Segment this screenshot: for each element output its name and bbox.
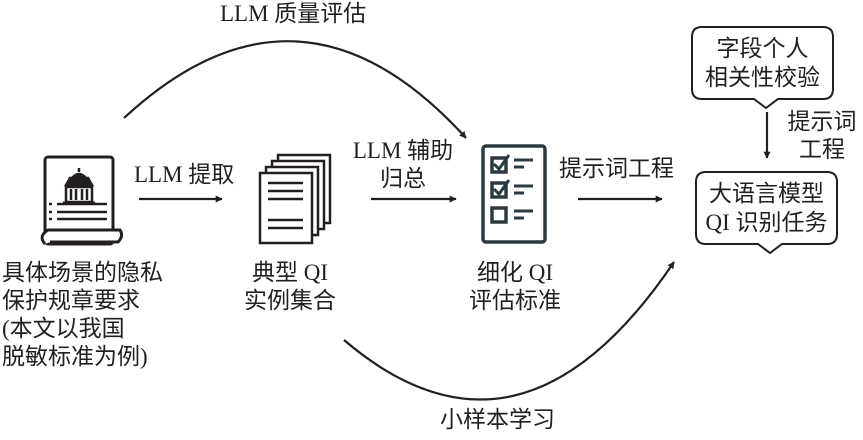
criteria-label: 细化 QI 评估标准 (455, 259, 575, 315)
quality-eval-arc (123, 40, 467, 139)
llm-task-line-2: QI 识别任务 (705, 210, 828, 235)
field-check-line-1: 字段个人 (716, 36, 809, 61)
summarize-label: LLM 辅助 归总 (348, 137, 458, 193)
examples-label-line-2: 实例集合 (244, 288, 336, 313)
quality-eval-label: LLM 质量评估 (220, 1, 367, 26)
few-shot-label: 小样本学习 (440, 407, 555, 432)
criteria-label-line-2: 评估标准 (469, 288, 561, 313)
field-check-text: 字段个人 相关性校验 (692, 34, 833, 92)
extract-label: LLM 提取 (134, 162, 235, 187)
prompt-engineering-vertical-label: 提示词 工程 (782, 108, 862, 164)
examples-label: 典型 QI 实例集合 (230, 259, 350, 315)
examples-label-line-1: 典型 QI (251, 260, 329, 285)
regulation-label-line-2: 保护规章要求 (2, 288, 140, 313)
document-stack-icon (258, 153, 332, 245)
summarize-label-line-2: 归总 (380, 166, 426, 191)
regulation-label-line-4: 脱敏标准为例) (2, 344, 148, 369)
prompt-engineering-label: 提示词工程 (559, 156, 674, 181)
regulation-label-line-3: (本文以我国 (2, 316, 125, 341)
llm-task-bubble (695, 171, 838, 255)
regulation-document-icon (40, 155, 124, 246)
prompt-engineering-vertical-line-2: 工程 (799, 137, 845, 162)
field-check-line-2: 相关性校验 (705, 65, 820, 90)
field-check-bubble (691, 26, 834, 110)
checklist-icon (481, 144, 547, 244)
regulation-label: 具体场景的隐私 保护规章要求 (本文以我国 脱敏标准为例) (2, 259, 163, 371)
llm-task-line-1: 大语言模型 (709, 181, 824, 206)
summarize-label-line-1: LLM 辅助 (352, 138, 454, 163)
criteria-label-line-1: 细化 QI (476, 260, 554, 285)
llm-task-text: 大语言模型 QI 识别任务 (696, 179, 837, 237)
regulation-label-line-1: 具体场景的隐私 (2, 260, 163, 285)
prompt-engineering-vertical-line-1: 提示词 (787, 109, 857, 134)
few-shot-arc (343, 261, 675, 401)
